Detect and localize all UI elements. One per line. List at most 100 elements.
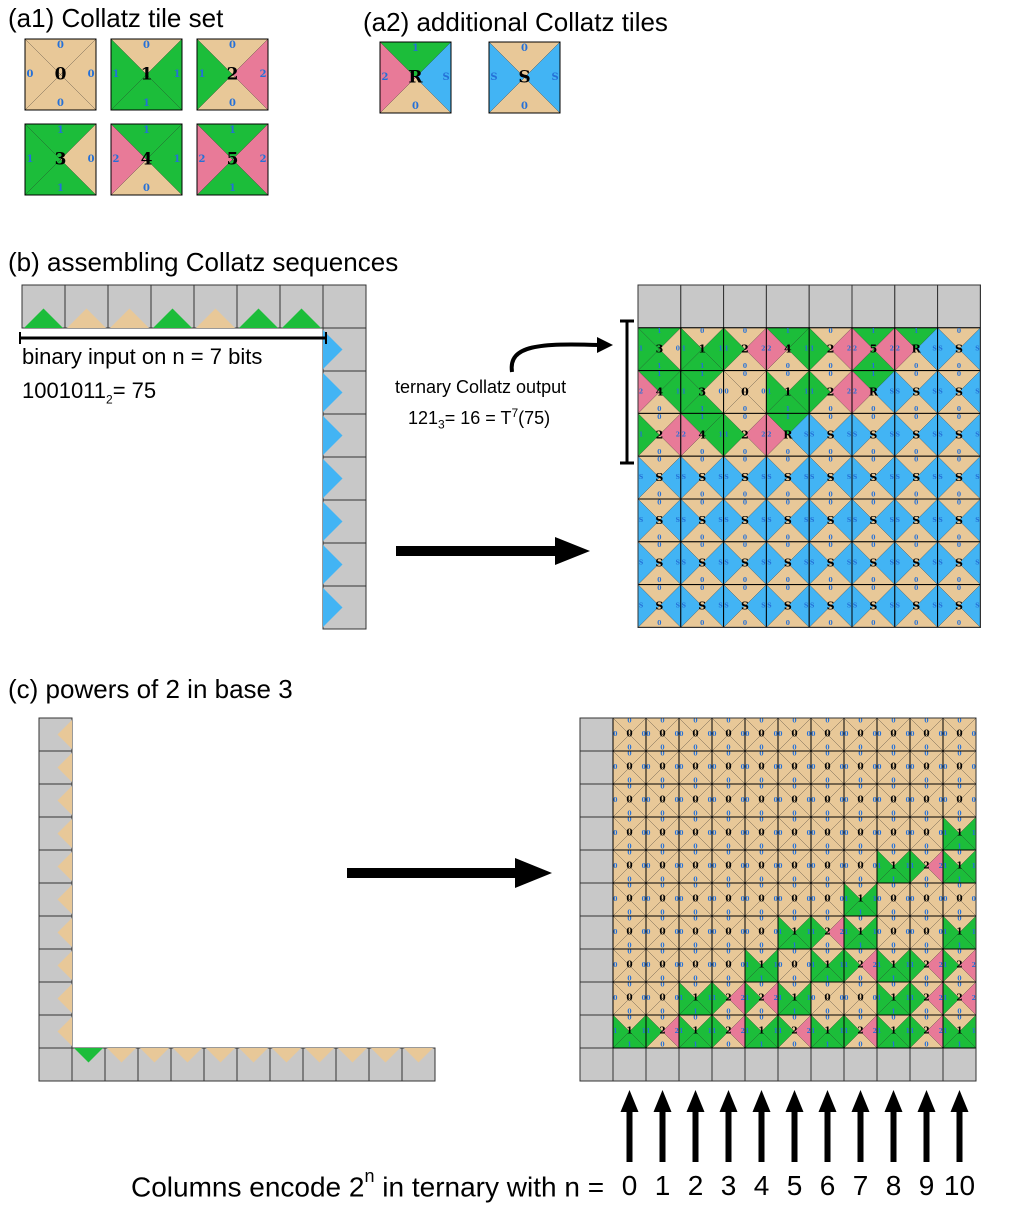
glue-label: S	[724, 603, 728, 610]
tile-diagonal	[937, 413, 981, 457]
tile-left-0	[811, 751, 828, 784]
c-seed-bit	[371, 1048, 400, 1063]
tile-bottom-0	[712, 767, 745, 784]
tile-label: 0	[824, 796, 830, 806]
glue-label: 0	[891, 910, 895, 917]
tile-diagonal	[723, 456, 767, 500]
tile-label: 2	[923, 1027, 929, 1037]
glue-label: 1	[906, 962, 910, 969]
tile-diagonal	[744, 750, 779, 785]
b-seed-s	[323, 416, 343, 455]
glue-label: 0	[844, 863, 848, 870]
tile-left-2	[766, 413, 788, 457]
tile-left-1	[844, 1015, 861, 1048]
tile-diagonal	[637, 413, 681, 457]
tile-label: 2	[725, 1027, 731, 1037]
tile-bottom-0	[809, 477, 852, 499]
glue-label: S	[810, 517, 814, 524]
glue-label: 0	[627, 717, 631, 724]
tile-top-0	[943, 718, 976, 735]
tile-right-0	[728, 949, 745, 982]
binary-input-caption: binary input on n = 7 bits	[22, 344, 263, 369]
glue-label: 0	[646, 731, 650, 738]
tile-diagonal	[744, 783, 779, 818]
tile-diagonal	[723, 498, 767, 542]
glue-label: 1	[759, 1042, 763, 1049]
tile-right-0	[926, 751, 943, 784]
tile-diagonal	[942, 750, 977, 785]
glue-label: 0	[914, 457, 918, 464]
tile-left-0	[943, 883, 960, 916]
tile-top-0	[766, 499, 810, 521]
tile-label: S	[741, 557, 749, 570]
tile-right-0	[60, 124, 96, 195]
glue-label: 0	[825, 948, 829, 955]
tile-label: 0	[791, 730, 797, 740]
glue-label: 1	[778, 1028, 782, 1035]
tile-left-2	[197, 124, 233, 195]
tile-right-S	[873, 413, 895, 457]
tile-left-0	[646, 751, 663, 784]
tile-left-1	[197, 39, 233, 110]
glue-label: S	[767, 603, 771, 610]
tile-top-1	[680, 370, 724, 392]
tile-label: 1	[956, 928, 962, 938]
tile-bottom-0	[877, 734, 910, 751]
tile-bottom-0	[809, 520, 852, 542]
glue-label: 0	[741, 863, 745, 870]
tile-left-S	[680, 456, 703, 499]
tile-left-0	[723, 370, 745, 414]
tile-top-0	[723, 413, 767, 435]
tile-right-2	[745, 413, 767, 457]
tile-right-0	[827, 883, 844, 916]
tile-top-0	[844, 718, 877, 735]
glue-label: 0	[693, 849, 697, 856]
glue-label: 0	[786, 371, 790, 378]
tile-left-S	[894, 456, 917, 499]
tile-left-0	[778, 751, 795, 784]
glue-label: 1	[143, 125, 150, 136]
tile-top-0	[910, 817, 943, 834]
tile-bottom-0	[844, 767, 877, 784]
tile-bottom-0	[646, 899, 679, 916]
tile-label: S	[741, 600, 749, 613]
glue-label: 0	[657, 449, 661, 456]
tile-diagonal	[744, 717, 779, 752]
tile-label: 0	[956, 763, 962, 773]
c-grid-seed-bottom	[744, 1047, 779, 1082]
glue-label: 0	[613, 896, 617, 903]
tile-top-0	[613, 850, 646, 867]
tile-bottom-0	[910, 734, 943, 751]
tile-diagonal	[766, 498, 810, 542]
glue-label: S	[896, 389, 900, 396]
tile-top-0	[613, 982, 646, 999]
glue-label: 0	[877, 929, 881, 936]
tile-label: 0	[626, 862, 632, 872]
tile-label: 0	[758, 829, 764, 839]
glue-label: 0	[774, 797, 778, 804]
n-value-4: 4	[753, 1170, 770, 1201]
b-seed-s	[323, 502, 343, 541]
tile-border	[196, 38, 269, 111]
tile-diagonal	[909, 783, 944, 818]
tile-right-0	[827, 817, 844, 850]
tile-top-0	[680, 499, 724, 521]
tile-top-0	[646, 883, 679, 900]
tile-top-0	[745, 916, 778, 933]
tile-diagonal	[937, 584, 981, 628]
glue-label: 0	[825, 849, 829, 856]
tile-left-0	[877, 916, 894, 949]
glue-label: 0	[88, 69, 95, 80]
tile-bottom-0	[680, 434, 724, 457]
tile-right-1	[794, 916, 811, 949]
tile-diagonal	[645, 981, 680, 1016]
tile-right-0	[695, 817, 712, 850]
glue-label: 0	[743, 492, 747, 499]
glue-label: 0	[679, 929, 683, 936]
